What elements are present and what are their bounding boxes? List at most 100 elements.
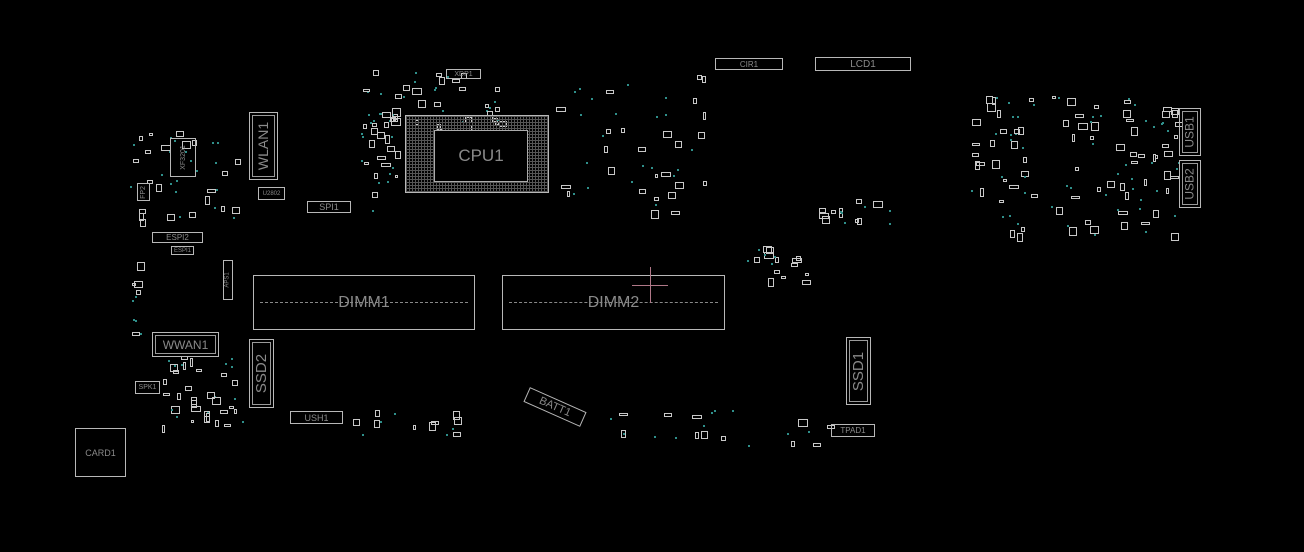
smd-pad [183,362,186,370]
smd-pad [1164,171,1171,180]
smd-pad [972,119,981,126]
smd-pad [1000,129,1007,134]
smd-pad [1107,181,1115,188]
smd-pad [1120,183,1125,191]
smd-pad [1090,226,1099,234]
component-batt1[interactable]: BATT1 [523,387,587,427]
via [1151,162,1153,164]
smd-pad [232,207,240,214]
component-wwan1[interactable]: WWAN1 [152,332,219,357]
smd-pad [132,283,136,286]
component-usb1[interactable]: USB1 [1179,108,1201,156]
component-dimm1[interactable]: DIMM1 [253,275,475,330]
smd-pad [434,102,441,107]
smd-pad [452,79,460,83]
smd-pad [431,421,439,425]
component-tpad1[interactable]: TPAD1 [831,424,875,437]
dimm1-slot-line [260,302,468,303]
via [573,193,575,195]
smd-pad [436,73,442,77]
smd-pad [1078,123,1088,130]
component-lcd1[interactable]: LCD1 [815,57,911,71]
smd-pad [754,257,760,263]
component-espi1[interactable]: ESPI1 [171,246,194,255]
batt1-label: BATT1 [537,394,573,420]
via [677,169,679,171]
via [403,96,405,98]
component-cpu1[interactable]: CPU1 [405,115,549,193]
via [1145,120,1147,122]
component-xdp1[interactable]: XDP1 [446,69,481,79]
via [691,149,693,151]
smd-pad [1090,136,1094,140]
via [135,296,137,298]
smd-pad [191,397,197,405]
smd-pad [805,273,809,276]
via [216,189,218,191]
via [1024,192,1026,194]
smd-pad [387,146,395,152]
component-wlan1[interactable]: WLAN1 [249,112,278,180]
component-aps1[interactable]: APS1 [223,260,233,300]
component-card1[interactable]: CARD1 [75,428,126,477]
component-ssd2[interactable]: SSD2 [249,339,274,408]
smd-pad [1170,176,1179,179]
smd-pad [972,153,979,157]
smd-pad [204,416,210,423]
via [135,320,137,322]
smd-pad [1010,230,1015,238]
via [808,431,810,433]
via [1092,143,1094,145]
component-spk1[interactable]: SPK1 [135,381,160,394]
component-spi1[interactable]: SPI1 [307,201,351,213]
via [587,187,589,189]
via [452,428,454,430]
via [1017,223,1019,225]
via [574,91,576,93]
via [176,180,178,182]
via [215,162,217,164]
via [234,398,236,400]
component-ssd1[interactable]: SSD1 [846,337,871,405]
smd-pad [377,156,386,160]
smd-pad [185,386,192,391]
component-u2802[interactable]: U2802 [258,187,285,200]
smd-pad [459,87,466,91]
smd-pad [792,258,802,263]
smd-pad [604,146,608,153]
via [655,204,657,206]
via [889,210,891,212]
u2802-label: U2802 [262,190,281,197]
via [231,358,233,360]
smd-pad [1125,192,1129,200]
via [1176,168,1178,170]
smd-pad [671,211,680,215]
smd-pad [798,419,808,427]
smd-pad [235,159,241,165]
usb2-label: USB2 [1183,168,1198,200]
component-cir1[interactable]: CIR1 [715,58,783,70]
component-ush1[interactable]: USH1 [290,411,343,424]
smd-pad [997,110,1001,118]
smd-pad [1131,161,1138,164]
smd-pad [791,263,798,267]
smd-pad [147,180,153,184]
smd-pad [1071,196,1080,199]
via [1070,187,1072,189]
component-fp2[interactable]: FP2 [137,183,150,201]
component-dimm2[interactable]: DIMM2 [502,275,725,330]
smd-pad [980,188,984,197]
smd-pad [234,409,237,414]
via [732,410,734,412]
component-xf3201[interactable]: XF3201 [170,138,196,177]
smd-pad [638,147,646,152]
via [389,173,391,175]
via [1167,130,1169,132]
smd-pad [1094,105,1099,109]
smd-pad [663,131,672,138]
component-usb2[interactable]: USB2 [1179,160,1201,208]
component-espi2[interactable]: ESPI2 [152,232,203,243]
smd-pad [701,431,708,439]
smd-pad [212,397,221,405]
